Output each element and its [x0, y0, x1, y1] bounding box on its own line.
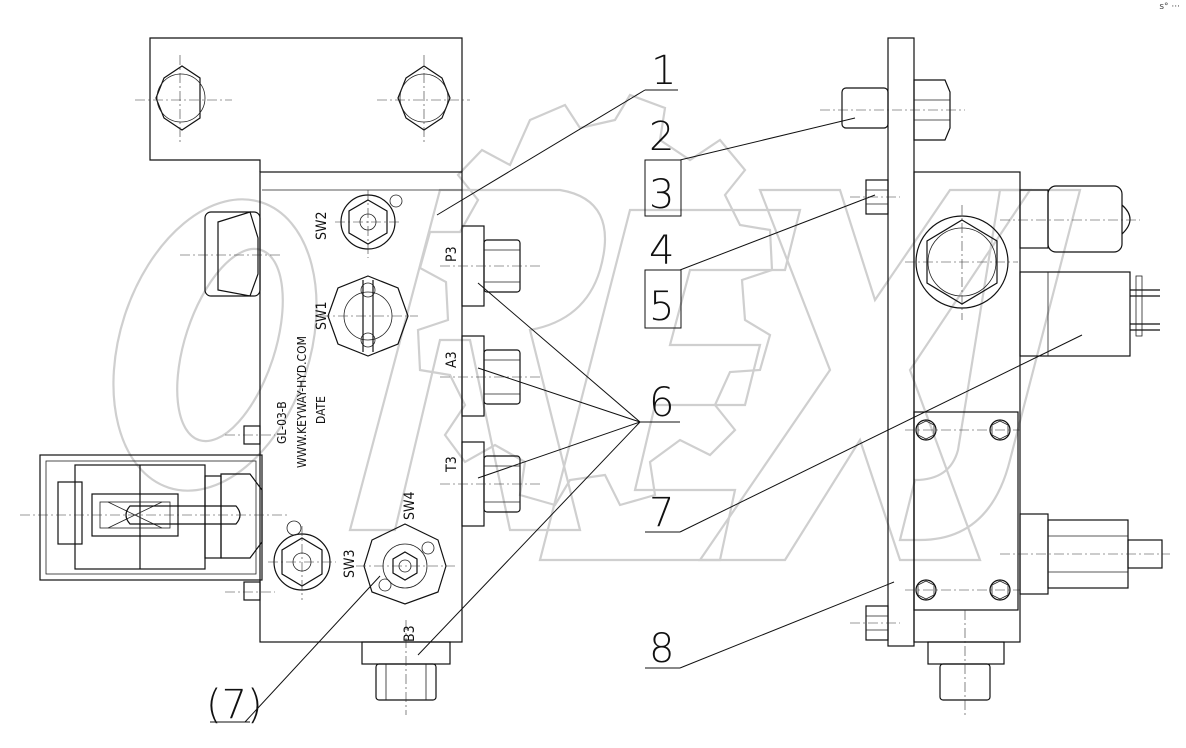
label-sw1: SW1 — [314, 302, 330, 330]
callout-5: 5 — [649, 284, 674, 330]
port-t3-fitting — [440, 441, 540, 527]
callout-3: 3 — [649, 172, 674, 218]
side-screw-lower — [850, 605, 900, 641]
engraving: GL-03-B WWW.KEYWAY-HYD.COM DATE — [275, 336, 328, 468]
valve-block-body — [259, 171, 463, 643]
mounting-plate — [887, 37, 915, 647]
side-bolt-top — [820, 79, 965, 141]
port-p3-fitting — [440, 225, 540, 307]
callout-2: 2 — [649, 114, 674, 160]
watermark-letter-e — [538, 208, 802, 562]
callout-4: 4 — [649, 228, 674, 274]
label-t3: T3 — [444, 456, 460, 473]
left-solenoid — [20, 454, 290, 581]
bracket-bolt-right — [377, 55, 470, 145]
callout-7: 7 — [649, 490, 674, 536]
label-b3: B3 — [402, 625, 418, 642]
side-screw-upper — [850, 179, 900, 215]
callout-8: 8 — [649, 626, 674, 672]
side-cartridge-top — [1000, 185, 1140, 253]
callout-1: 1 — [651, 48, 676, 94]
side-solenoid-bottom — [1000, 513, 1170, 595]
watermark-letter-o — [112, 198, 318, 492]
sw3-cartridge — [268, 520, 336, 600]
label-sw3: SW3 — [342, 550, 358, 578]
side-view — [820, 37, 1170, 715]
label-sw2: SW2 — [314, 212, 330, 240]
corner-mark: s° ··· — [1159, 2, 1180, 12]
side-coil — [1019, 271, 1160, 357]
subplate-bolt — [915, 419, 1011, 601]
engraving-model: GL-03-B — [275, 401, 289, 444]
label-a3: A3 — [444, 351, 460, 368]
port-labels: SW2 SW1 P3 A3 T3 SW4 SW3 B3 — [314, 212, 460, 642]
label-p3: P3 — [444, 246, 460, 262]
sw1-cartridge — [320, 275, 418, 357]
sw4-cartridge — [356, 523, 455, 605]
leader-lines — [210, 89, 1083, 723]
label-sw4: SW4 — [402, 492, 418, 520]
mounting-bracket — [149, 37, 463, 172]
bracket-bolt-left — [135, 55, 232, 145]
callout-labels: 1 2 3 4 5 6 7 8 (7) — [206, 48, 676, 728]
side-stud-upper — [225, 425, 275, 445]
watermark-letter-r — [348, 188, 607, 532]
side-stud-lower — [225, 581, 275, 601]
watermark-letter-o-inner — [176, 247, 284, 443]
sw2-cartridge — [335, 190, 403, 258]
side-bottom-fitting — [927, 610, 1005, 715]
left-fitting — [180, 211, 280, 297]
watermark-gear — [416, 93, 774, 507]
watermark — [112, 93, 1082, 562]
callout-6: 6 — [649, 380, 674, 426]
port-a3-fitting — [440, 335, 540, 417]
side-large-nut — [905, 205, 1018, 320]
engraving-date: DATE — [314, 396, 328, 424]
port-b3-fitting — [361, 620, 451, 715]
front-view — [20, 37, 540, 715]
side-subplate — [905, 411, 1020, 611]
callout-7-parenthetical: (7) — [206, 682, 263, 728]
engraving-website: WWW.KEYWAY-HYD.COM — [295, 336, 309, 468]
watermark-letter-x — [697, 188, 1033, 562]
watermark-letter-j — [898, 188, 1082, 542]
